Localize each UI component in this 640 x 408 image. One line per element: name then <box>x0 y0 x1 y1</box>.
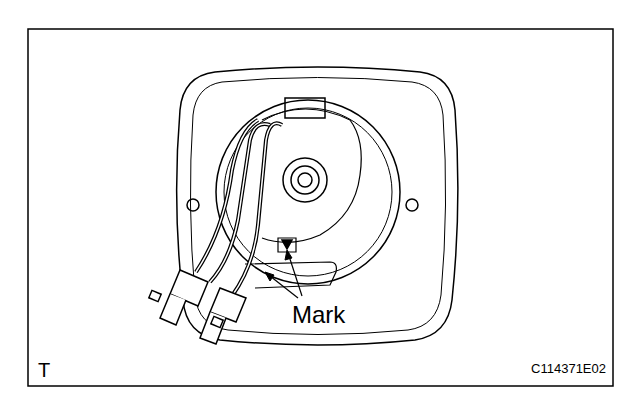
hub-center <box>298 173 312 187</box>
arrowhead <box>265 272 274 281</box>
hub <box>283 158 327 202</box>
mount-hole <box>187 199 199 211</box>
lower-tab <box>245 262 336 288</box>
connector-plug <box>200 288 246 344</box>
hub <box>291 166 319 194</box>
connector-plug <box>149 270 208 325</box>
callout-label: Mark <box>292 303 345 327</box>
arrowhead <box>285 250 292 260</box>
wire <box>196 120 258 272</box>
wire <box>196 120 258 272</box>
leader-line <box>270 276 298 298</box>
rotor <box>262 109 361 242</box>
leader-line <box>289 256 302 296</box>
mount-hole <box>406 199 418 211</box>
frame <box>28 29 613 386</box>
mark <box>282 240 292 249</box>
tab <box>285 98 325 118</box>
page-letter: T <box>38 360 50 380</box>
figure-code: C114371E02 <box>531 362 606 375</box>
housing-outline <box>177 67 458 345</box>
housing-inner <box>190 78 445 335</box>
cable-ring-inner <box>224 108 392 276</box>
